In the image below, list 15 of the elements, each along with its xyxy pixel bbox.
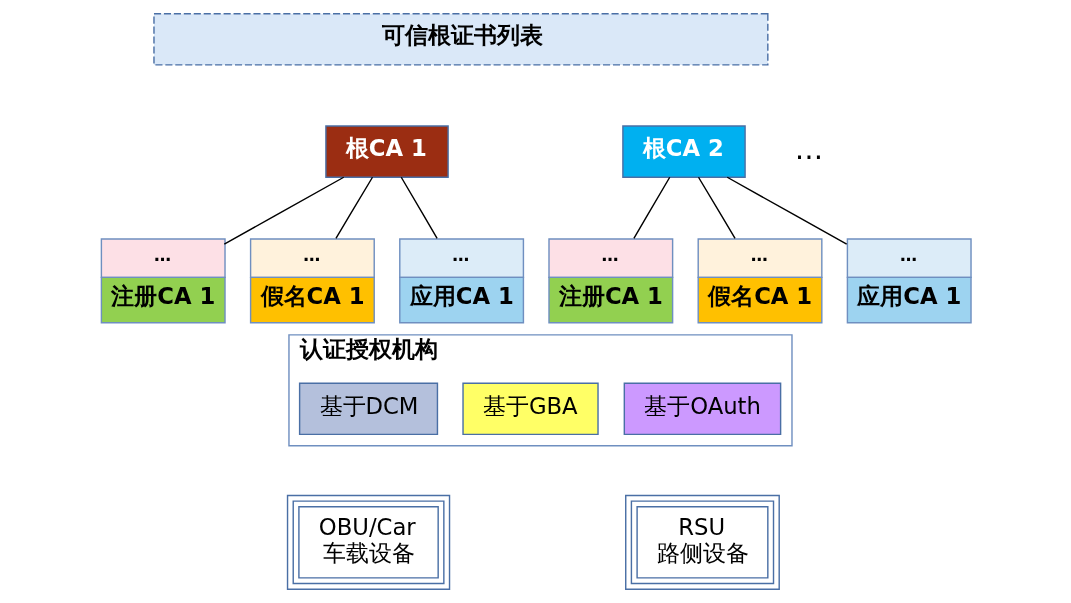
node-box: 根CA 1 [325,125,449,178]
connector [335,176,374,239]
connector [697,176,736,239]
node-box: 基于OAuth [623,382,782,436]
node-box: 基于DCM [298,382,439,436]
connector [726,176,848,245]
node-box: 基于GBA [462,382,599,436]
node-box: OBU/Car 车载设备 [286,494,451,590]
connector [400,176,438,239]
node-box: 可信根证书列表 [153,13,769,66]
label: … [794,132,824,166]
connector [223,176,345,245]
node-box: 根CA 2 [622,125,746,178]
connector [633,176,671,239]
node-box: RSU 路侧设备 [625,494,780,590]
